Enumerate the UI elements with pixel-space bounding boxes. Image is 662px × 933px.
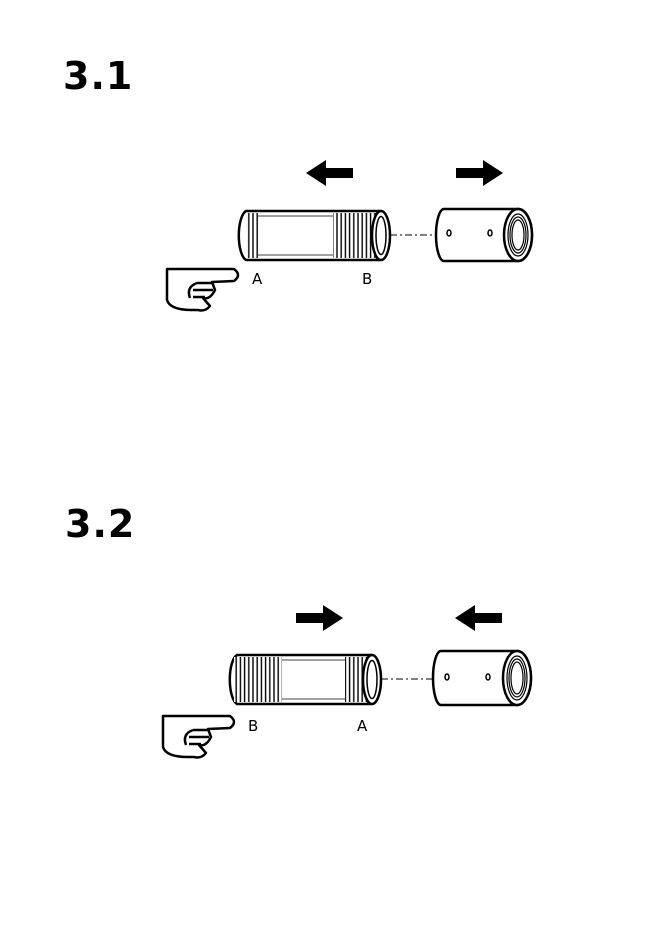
- label-end-b: B: [362, 270, 372, 288]
- pipe-coupling: [433, 651, 531, 705]
- arrow-left-icon: [455, 605, 502, 631]
- arrow-right-icon: [296, 605, 343, 631]
- pipe-nipple: [239, 211, 390, 260]
- label-end-a: A: [252, 270, 263, 288]
- pipe-coupling: [436, 209, 532, 261]
- pointing-hand-icon: [167, 269, 238, 311]
- pipe-nipple: [230, 655, 381, 704]
- label-end-b: B: [248, 717, 258, 735]
- step-3-1-diagram: A B: [0, 0, 662, 440]
- step-3-2: 3.2: [0, 450, 662, 890]
- arrow-left-icon: [306, 160, 353, 186]
- pointing-hand-icon: [163, 716, 234, 758]
- step-3-2-diagram: B A: [0, 450, 662, 890]
- label-end-a: A: [357, 717, 368, 735]
- step-3-1: 3.1: [0, 0, 662, 440]
- arrow-right-icon: [456, 160, 503, 186]
